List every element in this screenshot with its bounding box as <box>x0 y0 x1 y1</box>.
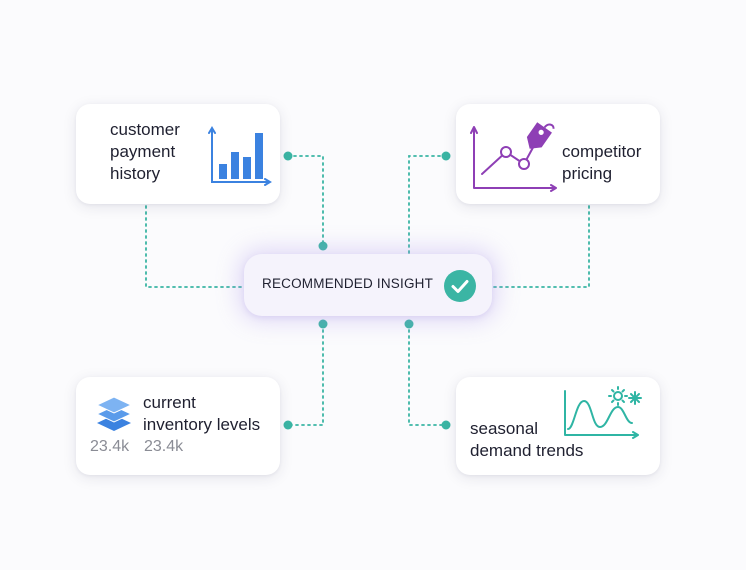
connector-dot <box>283 151 293 161</box>
card-current-inventory-levels[interactable]: current inventory levels 23.4k 23.4k <box>76 377 280 475</box>
wave-chart-weather-icon <box>564 386 642 439</box>
connector-dot <box>318 319 328 329</box>
card-label: competitor pricing <box>562 142 642 183</box>
connector-payment-to-center <box>287 155 324 247</box>
card-label: current inventory levels <box>143 393 261 434</box>
connector-payment-left <box>145 205 245 288</box>
card-label: customer payment history <box>110 120 180 183</box>
bar-chart-icon <box>208 126 272 186</box>
card-customer-payment-history[interactable]: customer payment history <box>76 104 280 204</box>
inventory-value: 23.4k <box>144 438 184 455</box>
recommended-insight-node[interactable]: RECOMMENDED INSIGHT <box>244 254 492 316</box>
connector-competitor-to-center <box>408 155 447 255</box>
connector-dot <box>441 151 451 161</box>
connector-center-to-seasonal <box>408 323 447 426</box>
price-tag-line-chart-icon <box>470 122 557 192</box>
card-competitor-pricing[interactable]: competitor pricing <box>456 104 660 204</box>
connector-dot <box>283 420 293 430</box>
stacked-layers-icon <box>95 396 133 431</box>
connector-center-to-inventory <box>287 323 324 426</box>
card-seasonal-demand-trends[interactable]: seasonal demand trends <box>456 377 660 475</box>
connector-dot <box>441 420 451 430</box>
check-circle-icon <box>444 270 476 302</box>
inventory-value: 23.4k <box>90 438 130 455</box>
connector-competitor-right <box>491 205 590 288</box>
connector-dot <box>404 319 414 329</box>
recommended-insight-label: RECOMMENDED INSIGHT <box>262 276 434 291</box>
card-label: seasonal demand trends <box>470 419 584 460</box>
connector-dot <box>318 241 328 251</box>
